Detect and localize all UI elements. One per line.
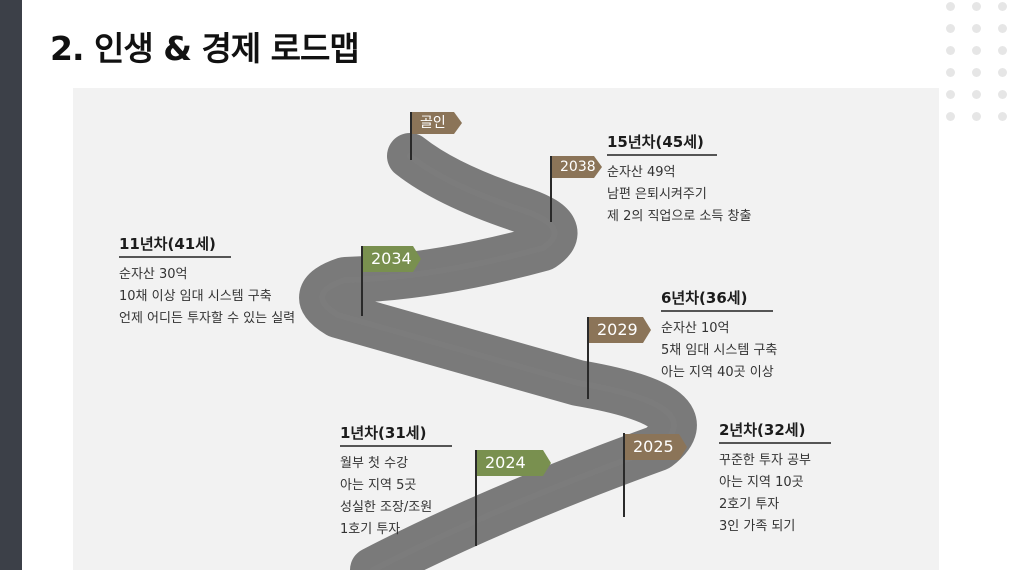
milestone-line: 남편 은퇴시켜주기 <box>607 187 707 202</box>
milestone-title: 11년차(41세) <box>119 234 231 258</box>
milestone-line: 2호기 투자 <box>719 497 780 512</box>
flag-2024-pole <box>475 450 477 546</box>
milestone-title: 15년차(45세) <box>607 132 717 156</box>
milestone-line: 월부 첫 수강 <box>340 456 409 471</box>
flag-2025: 2025 <box>625 434 687 460</box>
milestone-line: 3인 가족 되기 <box>719 519 796 534</box>
flag-2024: 2024 <box>477 450 551 476</box>
flag-2038-pole <box>550 156 552 222</box>
milestone-1-year: 1년차(31세) 월부 첫 수강 아는 지역 5곳 성실한 조장/조원 1호기 … <box>340 423 452 541</box>
milestone-title: 6년차(36세) <box>661 288 773 312</box>
milestone-line: 순자산 49억 <box>607 165 676 180</box>
milestone-line: 꾸준한 투자 공부 <box>719 453 811 468</box>
winding-road <box>299 133 697 570</box>
milestone-line: 아는 지역 10곳 <box>719 475 804 490</box>
milestone-15-year: 15년차(45세) 순자산 49억 남편 은퇴시켜주기 제 2의 직업으로 소득… <box>607 132 751 228</box>
milestone-line: 5채 임대 시스템 구축 <box>661 343 778 358</box>
flag-2034-pole <box>361 246 363 316</box>
milestone-line: 제 2의 직업으로 소득 창출 <box>607 209 752 224</box>
milestone-line: 성실한 조장/조원 <box>340 500 433 515</box>
flag-2034: 2034 <box>363 246 421 272</box>
milestone-line: 1호기 투자 <box>340 522 401 537</box>
flag-2038: 2038 <box>552 156 602 178</box>
milestone-line: 언제 어디든 투자할 수 있는 실력 <box>119 311 296 326</box>
left-accent-bar <box>0 0 22 570</box>
goal-flag-pole <box>410 112 412 160</box>
roadmap-panel: 골인 2038 2034 2029 2025 2024 15년차(45세) 순자… <box>73 88 939 570</box>
milestone-title: 1년차(31세) <box>340 423 452 447</box>
milestone-title: 2년차(32세) <box>719 420 831 444</box>
milestone-line: 10채 이상 임대 시스템 구축 <box>119 289 272 304</box>
milestone-line: 순자산 30억 <box>119 267 188 282</box>
decorative-dot-grid <box>946 2 1014 128</box>
flag-2029: 2029 <box>589 317 651 343</box>
milestone-line: 순자산 10억 <box>661 321 730 336</box>
milestone-2-year: 2년차(32세) 꾸준한 투자 공부 아는 지역 10곳 2호기 투자 3인 가… <box>719 420 831 538</box>
milestone-6-year: 6년차(36세) 순자산 10억 5채 임대 시스템 구축 아는 지역 40곳 … <box>661 288 777 384</box>
milestone-11-year: 11년차(41세) 순자산 30억 10채 이상 임대 시스템 구축 언제 어디… <box>119 234 295 330</box>
page-title: 2. 인생 & 경제 로드맵 <box>50 29 360 68</box>
milestone-line: 아는 지역 40곳 이상 <box>661 365 774 380</box>
flag-2029-pole <box>587 317 589 399</box>
goal-flag: 골인 <box>412 112 462 134</box>
flag-2025-pole <box>623 433 625 517</box>
milestone-line: 아는 지역 5곳 <box>340 478 417 493</box>
